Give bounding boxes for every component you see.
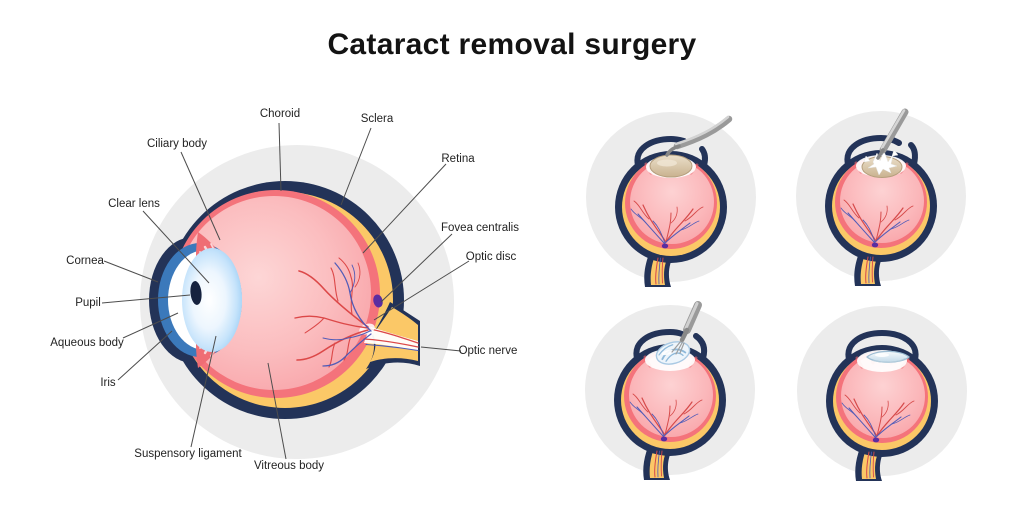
label-retina: Retina [362,153,475,254]
cornea-dome [634,135,709,168]
cornea-dome [633,328,708,361]
leader-line [420,346,462,352]
svg-text:Retina: Retina [441,153,475,165]
leader-line [380,233,453,303]
label-vitreous-body: Vitreous body [254,362,324,472]
svg-text:Choroid: Choroid [260,108,300,120]
anatomy-labels: Choroid Sclera Retina Fovea centralis Op… [50,108,519,472]
implanted-iol [866,350,910,363]
svg-text:Optic nerve: Optic nerve [459,345,518,357]
label-optic-disc: Optic disc [373,251,517,321]
leader-line [373,260,470,321]
label-aqueous-body: Aqueous body [50,312,179,349]
label-clear-lens: Clear lens [108,198,210,284]
lens-injector [671,301,702,355]
retinal-vessels-blue [322,262,372,367]
leader-line [340,127,372,206]
cornea-dome [845,329,919,362]
label-iris: Iris [100,330,173,389]
fovea-centralis-spot [373,294,383,308]
cornea-dome [844,134,918,167]
label-cornea: Cornea [66,255,159,283]
surgery-step-2 [794,108,968,288]
eye-cross-section [149,181,420,419]
label-optic-nerve: Optic nerve [420,345,518,357]
label-ciliary-body: Ciliary body [147,138,221,241]
svg-text:Fovea centralis: Fovea centralis [441,222,519,234]
retinal-vessels-red [294,257,369,368]
svg-text:Clear lens: Clear lens [108,198,160,210]
leader-line [101,294,191,304]
eye-anatomy-diagram: Choroid Sclera Retina Fovea centralis Op… [50,108,519,472]
leader-line [267,362,287,460]
phaco-probe [876,108,909,160]
label-fovea-centralis: Fovea centralis [380,222,519,303]
svg-text:Suspensory ligament: Suspensory ligament [134,448,242,460]
leader-line [122,312,179,339]
leader-line [190,335,217,448]
svg-text:Pupil: Pupil [75,297,101,309]
leader-line [362,163,447,254]
surgery-step-3 [583,301,757,482]
lens-fragments [863,149,899,176]
leader-line [103,260,159,283]
svg-text:Optic disc: Optic disc [466,251,517,263]
leader-line [180,151,221,241]
svg-text:Aqueous body: Aqueous body [50,337,124,349]
svg-text:Cornea: Cornea [66,255,104,267]
page-title: Cataract removal surgery [327,28,697,61]
leader-line [117,330,173,381]
clear-lens-shape [182,248,242,352]
pupil-shape [190,281,202,305]
leader-line [142,210,210,284]
svg-text:Ciliary body: Ciliary body [147,138,207,150]
surgical-blade [665,115,733,157]
label-sclera: Sclera [340,113,394,206]
label-suspensory-ligament: Suspensory ligament [134,335,242,460]
leader-line [278,122,282,192]
label-choroid: Choroid [260,108,300,192]
svg-text:Sclera: Sclera [361,113,394,125]
surgery-steps [583,108,969,483]
surgery-step-4 [795,304,969,483]
svg-text:Iris: Iris [100,377,116,389]
label-pupil: Pupil [75,294,191,309]
svg-text:Vitreous body: Vitreous body [254,460,324,472]
folded-iol [655,341,691,365]
surgery-step-1 [584,110,758,289]
cataract-lens [649,154,693,178]
